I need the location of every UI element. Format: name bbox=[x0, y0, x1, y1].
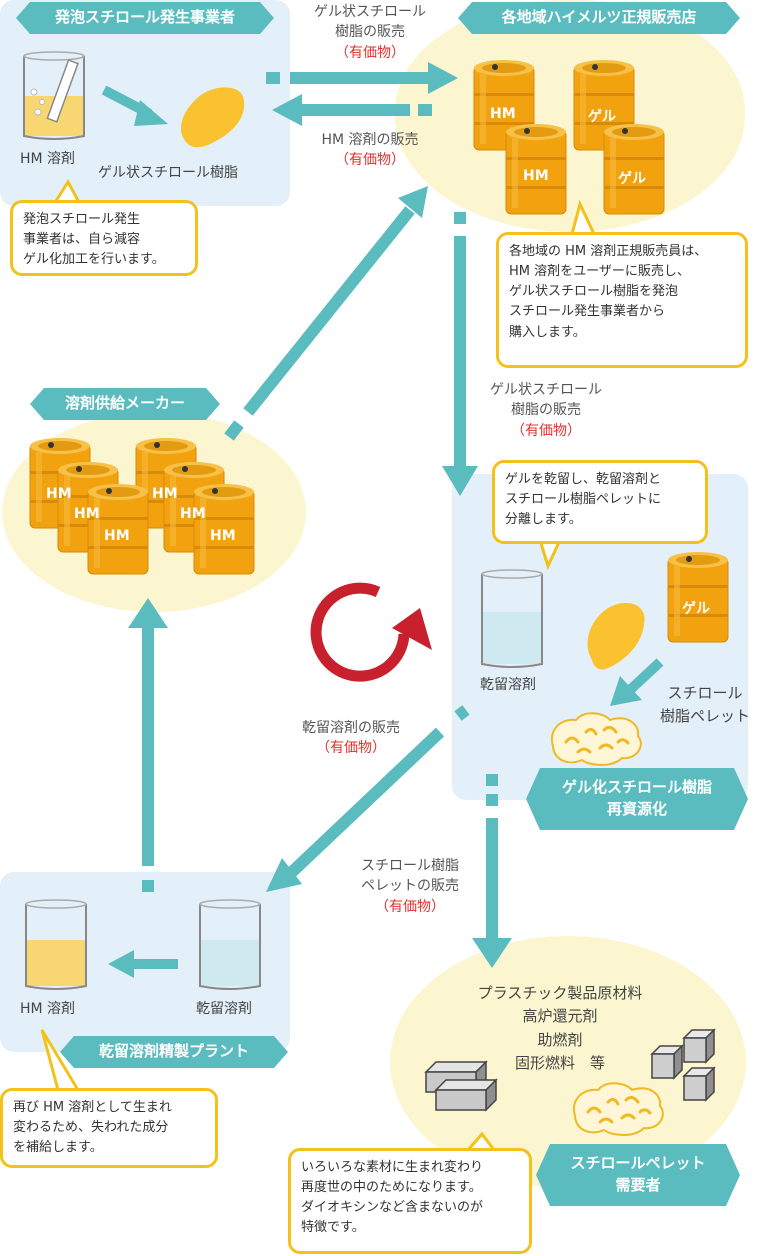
retailer-panel bbox=[395, 0, 745, 232]
flow-pellet-sale: スチロール樹脂 ペレットの販売 （有価物） bbox=[330, 856, 490, 917]
retailer-note-tail bbox=[570, 199, 597, 236]
arrow-drum-to-pellet bbox=[626, 658, 664, 694]
drum-label-maker-3: HM bbox=[74, 506, 100, 522]
flow-valuable-3: （有価物） bbox=[511, 422, 581, 439]
drum-label-maker-2: HM bbox=[152, 486, 178, 502]
label-styrol-pellet: スチロール 樹脂ペレット bbox=[659, 684, 750, 726]
label-gel-resin: ゲル状スチロール樹脂 bbox=[98, 165, 238, 181]
tag-solvent-maker: 溶剤供給メーカー bbox=[30, 388, 220, 420]
arrow-refinery-to-maker bbox=[128, 598, 168, 892]
arrow-retailer-to-plant bbox=[442, 212, 478, 496]
tag-retailer: 各地域ハイメルツ正規販売店 bbox=[458, 2, 740, 34]
flow-gel-sale-top-text: ゲル状スチロール 樹脂の販売 bbox=[314, 4, 426, 41]
flow-gel-sale-mid-text: ゲル状スチロール 樹脂の販売 bbox=[490, 382, 602, 419]
buyer-pellet-icon bbox=[572, 1081, 665, 1137]
note-producer: 発泡スチロール発生 事業者は、自ら減容 ゲル化加工を行います。 bbox=[10, 200, 198, 276]
label-dry-solvent-refinery: 乾留溶剤 bbox=[196, 1001, 252, 1017]
flow-gel-sale-top: ゲル状スチロール 樹脂の販売 （有価物） bbox=[290, 2, 450, 63]
note-plant: ゲルを乾留し、乾留溶剤と スチロール樹脂ペレットに 分離します。 bbox=[492, 460, 708, 544]
arrow-gel-to-retailer bbox=[266, 62, 458, 94]
arrow-plant-to-buyer bbox=[472, 774, 512, 968]
flow-pellet-sale-text: スチロール樹脂 ペレットの販売 bbox=[361, 858, 459, 895]
label-hm-solvent-refinery: HM 溶剤 bbox=[20, 1001, 76, 1017]
drum-label-hm-2: HM bbox=[523, 168, 549, 184]
flow-dry-sale: 乾留溶剤の販売 （有価物） bbox=[276, 718, 426, 759]
flow-gel-sale-mid: ゲル状スチロール 樹脂の販売 （有価物） bbox=[466, 380, 626, 441]
tag-foam-producer: 発泡スチロール発生事業者 bbox=[16, 2, 274, 34]
flow-dry-sale-text: 乾留溶剤の販売 bbox=[302, 720, 400, 736]
drum-label-plant: ゲル bbox=[682, 601, 710, 617]
flow-valuable-2: （有価物） bbox=[335, 152, 405, 169]
tag-recycle-plant: ゲル化スチロール樹脂 再資源化 bbox=[526, 768, 748, 830]
flow-valuable-1: （有価物） bbox=[335, 44, 405, 61]
refinery-dry-beaker bbox=[199, 899, 261, 990]
note-retailer: 各地域の HM 溶剤正規販売員は、 HM 溶剤をユーザーに販売し、 ゲル状スチロ… bbox=[496, 232, 748, 368]
plant-pellet-icon bbox=[550, 711, 643, 767]
drum-label-hm-1: HM bbox=[490, 106, 516, 122]
arrow-maker-to-retailer bbox=[224, 186, 428, 441]
flow-hm-sale-text: HM 溶剤の販売 bbox=[321, 132, 419, 148]
tag-refinery: 乾留溶剤精製プラント bbox=[60, 1036, 288, 1068]
flow-valuable-4: （有価物） bbox=[316, 740, 386, 757]
retailer-drums bbox=[473, 59, 665, 215]
drum-label-gel-1: ゲル bbox=[588, 109, 616, 125]
label-products: プラスチック製品原材料 高炉還元剤 助燃剤 固形燃料 等 bbox=[477, 984, 643, 1072]
arrow-plant-to-refinery bbox=[266, 705, 470, 892]
plant-gel-blob bbox=[587, 602, 645, 670]
note-pellet: いろいろな素材に生まれ変わり 再度世の中のためになります。 ダイオキシンなど含ま… bbox=[288, 1148, 532, 1254]
flow-hm-sale: HM 溶剤の販売 （有価物） bbox=[290, 130, 450, 171]
note-refinery: 再び HM 溶剤として生まれ 変わるため、失われた成分 を補給します。 bbox=[0, 1088, 218, 1168]
tag-pellet-buyer: スチロールペレット 需要者 bbox=[536, 1144, 740, 1206]
drum-label-gel-2: ゲル bbox=[618, 171, 646, 187]
maker-drums bbox=[29, 437, 255, 575]
label-hm-solvent-top: HM 溶剤 bbox=[20, 151, 76, 167]
flow-valuable-5: （有価物） bbox=[375, 898, 445, 915]
label-dry-solvent-plant: 乾留溶剤 bbox=[480, 677, 536, 693]
drum-label-maker-4: HM bbox=[180, 506, 206, 522]
drum-label-maker-1: HM bbox=[46, 486, 72, 502]
refinery-hm-beaker bbox=[25, 899, 87, 990]
drum-label-maker-6: HM bbox=[210, 528, 236, 544]
hm-beaker-icon bbox=[23, 51, 85, 140]
plant-gel-drum bbox=[667, 551, 729, 643]
dry-beaker-plant bbox=[481, 569, 543, 668]
cycle-icon bbox=[310, 582, 432, 682]
arrow-hm-to-producer bbox=[272, 94, 432, 126]
drum-label-maker-5: HM bbox=[104, 528, 130, 544]
gel-blob-icon bbox=[180, 87, 245, 148]
